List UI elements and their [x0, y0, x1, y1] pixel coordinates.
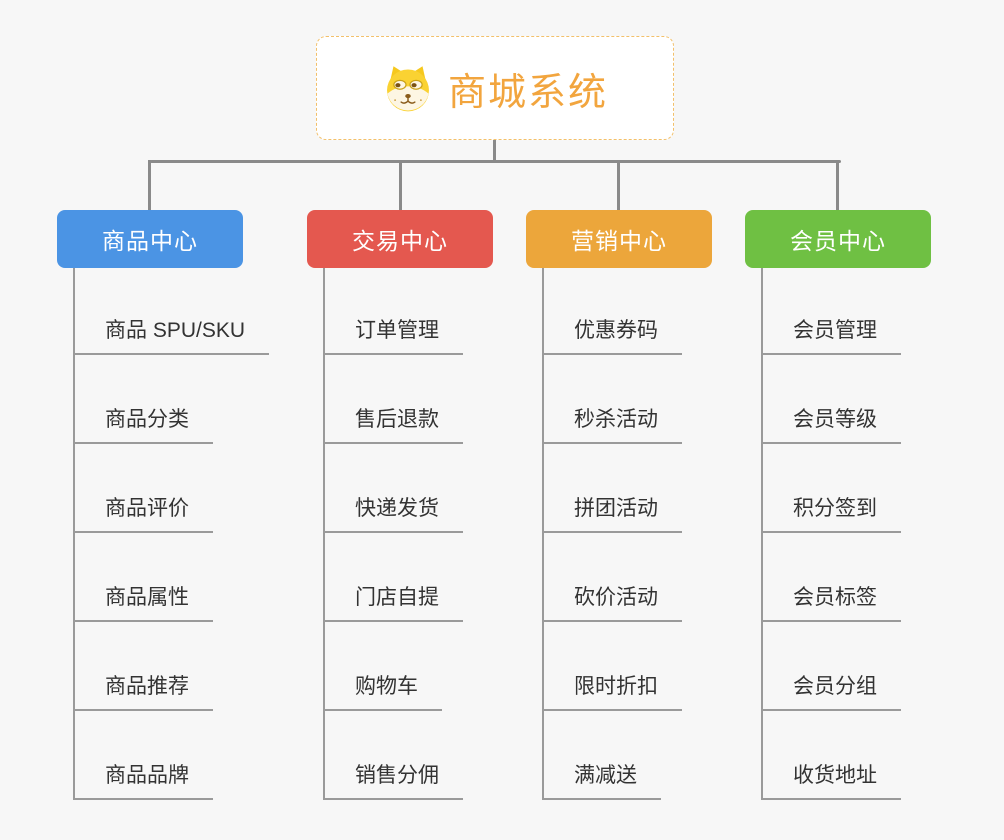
branch-children-product-center: 商品 SPU/SKU 商品分类 商品评价 商品属性 商品推荐 商品品牌: [73, 268, 270, 800]
branch-children-trade-center: 订单管理 售后退款 快递发货 门店自提 购物车 销售分佣: [323, 268, 463, 800]
branch-header-trade-center[interactable]: 交易中心: [307, 210, 493, 268]
branch-member-center: 会员中心 会员管理 会员等级 积分签到 会员标签 会员分组 收货地址: [745, 210, 931, 800]
branch-trade-center: 交易中心 订单管理 售后退款 快递发货 门店自提 购物车 销售分佣: [307, 210, 493, 800]
child-topic[interactable]: 会员等级: [763, 406, 901, 444]
branch-children-marketing-center: 优惠券码 秒杀活动 拼团活动 砍价活动 限时折扣 满减送: [542, 268, 682, 800]
child-topic[interactable]: 订单管理: [325, 317, 463, 355]
connector-horizontal-rail: [150, 160, 841, 163]
child-topic[interactable]: 商品属性: [75, 584, 213, 622]
branch-header-product-center[interactable]: 商品中心: [57, 210, 243, 268]
connector-root-stem: [493, 140, 496, 163]
child-topic[interactable]: 商品分类: [75, 406, 213, 444]
child-topic[interactable]: 会员管理: [763, 317, 901, 355]
branch-header-marketing-center[interactable]: 营销中心: [526, 210, 712, 268]
child-topic[interactable]: 商品推荐: [75, 673, 213, 711]
connector-drop-product: [148, 160, 151, 210]
child-topic[interactable]: 门店自提: [325, 584, 463, 622]
child-topic[interactable]: 快递发货: [325, 495, 463, 533]
root-topic[interactable]: 商城系统: [316, 36, 674, 140]
connector-drop-marketing: [617, 160, 620, 210]
child-topic[interactable]: 优惠券码: [544, 317, 682, 355]
child-topic[interactable]: 秒杀活动: [544, 406, 682, 444]
branch-product-center: 商品中心 商品 SPU/SKU 商品分类 商品评价 商品属性 商品推荐 商品品牌: [57, 210, 270, 800]
branch-header-member-center[interactable]: 会员中心: [745, 210, 931, 268]
child-topic[interactable]: 商品 SPU/SKU: [75, 317, 270, 355]
child-topic[interactable]: 购物车: [325, 673, 442, 711]
child-topic[interactable]: 收货地址: [763, 762, 901, 800]
branch-marketing-center: 营销中心 优惠券码 秒杀活动 拼团活动 砍价活动 限时折扣 满减送: [526, 210, 712, 800]
child-topic[interactable]: 限时折扣: [544, 673, 682, 711]
child-topic[interactable]: 满减送: [544, 762, 661, 800]
branch-children-member-center: 会员管理 会员等级 积分签到 会员标签 会员分组 收货地址: [761, 268, 901, 800]
child-topic[interactable]: 会员分组: [763, 673, 901, 711]
child-topic[interactable]: 销售分佣: [325, 762, 463, 800]
root-topic-title: 商城系统: [447, 71, 608, 114]
child-topic[interactable]: 会员标签: [763, 584, 901, 622]
child-topic[interactable]: 积分签到: [763, 495, 901, 533]
child-topic[interactable]: 商品评价: [75, 495, 213, 533]
child-topic[interactable]: 售后退款: [325, 406, 463, 444]
child-topic[interactable]: 商品品牌: [75, 762, 213, 800]
dog-face-icon: [382, 63, 434, 113]
child-topic[interactable]: 砍价活动: [544, 584, 682, 622]
connector-drop-member: [836, 160, 839, 210]
child-topic[interactable]: 拼团活动: [544, 495, 682, 533]
connector-drop-trade: [399, 160, 402, 210]
